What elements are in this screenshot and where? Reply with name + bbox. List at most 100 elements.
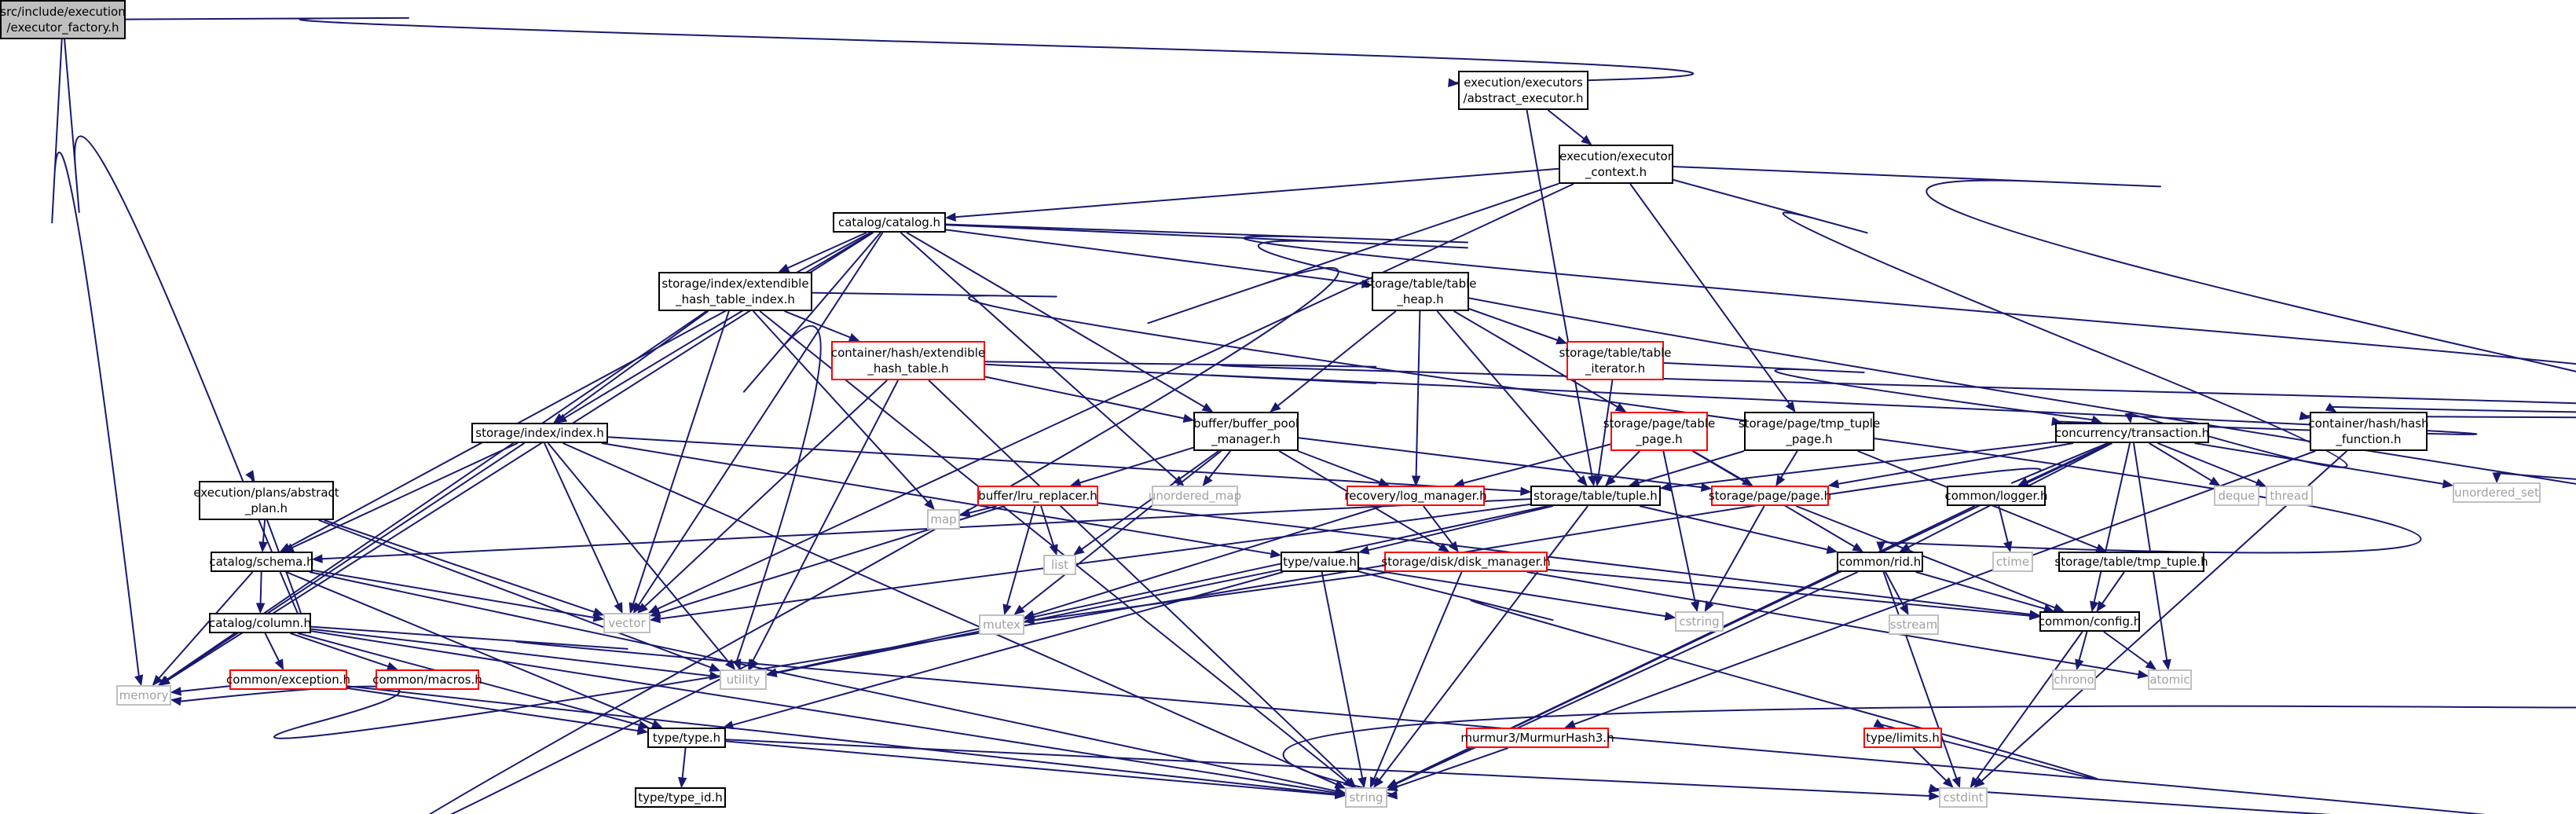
edge-line [1453, 310, 1618, 408]
node-label-line: execution/executor [1559, 149, 1673, 163]
node-table-heap[interactable]: storage/table/table_heap.h [1364, 272, 1477, 311]
edge-arrowhead [592, 613, 605, 622]
edge-executor_context-to-vector [647, 183, 1574, 614]
edge-container_ext_hash_table-to-vector [636, 380, 888, 614]
edge-executor_context-to-unordered_set [1673, 166, 2576, 484]
node-executor-factory[interactable]: src/include/execution/executor_factory.h [0, 0, 126, 39]
edge-line [1998, 505, 2009, 543]
node-limits[interactable]: type/limits.h [1863, 728, 1942, 748]
edge-arrowhead [1520, 486, 1532, 497]
node-label-line: map [930, 512, 956, 526]
edge-line [752, 380, 899, 662]
edge-config-to-chrono [2075, 631, 2088, 671]
node-logger[interactable]: common/logger.h [1944, 486, 2048, 506]
edge-line [984, 376, 1185, 420]
node-abstract-plan[interactable]: execution/plans/abstract_plan.h [193, 481, 339, 520]
edge-table_heap-to-table_page [1453, 310, 1627, 412]
node-box [1566, 341, 1664, 380]
node-exception[interactable]: common/exception.h [226, 669, 350, 690]
edge-line [2194, 442, 2444, 485]
edge-type-to-type_id [678, 747, 687, 789]
node-container-ext-hash-table[interactable]: container/hash/extendible_hash_table.h [831, 341, 985, 380]
edge-arrowhead [170, 687, 182, 696]
edge-line [736, 232, 881, 661]
edge-arrowhead [170, 696, 182, 706]
node-ext-hash-table-index[interactable]: storage/index/extendible_hash_table_inde… [658, 272, 812, 311]
node-catalog[interactable]: catalog/catalog.h [833, 212, 946, 233]
edge-arrowhead [2096, 600, 2106, 613]
edge-line [2093, 442, 2131, 603]
node-label-line: thread [2270, 489, 2308, 503]
node-rid[interactable]: common/rid.h [1837, 552, 1923, 572]
node-murmur[interactable]: murmur3/MurmurHash3.h [1460, 728, 1614, 748]
node-lru-replacer[interactable]: buffer/lru_replacer.h [977, 486, 1098, 506]
edge-line [1912, 747, 1948, 782]
node-label-line: container/hash/extendible [831, 346, 985, 360]
edge-index-to-tuple [607, 436, 1532, 497]
edge-arrowhead [1013, 604, 1025, 615]
node-box [1043, 555, 1076, 575]
edge-arrowhead [924, 498, 935, 510]
node-schema[interactable]: catalog/schema.h [209, 552, 314, 572]
edge-arrowhead [1386, 783, 1398, 791]
node-list: list [1043, 555, 1076, 575]
edge-lru_replacer-to-list [1040, 505, 1058, 556]
edge-rid-to-cstdint [1882, 571, 1961, 789]
node-index[interactable]: storage/index/index.h [471, 423, 608, 443]
node-tuple[interactable]: storage/table/tuple.h [1530, 486, 1661, 506]
node-tmp-tuple[interactable]: storage/table/tmp_tuple.h [2054, 552, 2208, 572]
node-macros[interactable]: common/macros.h [372, 669, 482, 690]
node-type-id[interactable]: type/type_id.h [635, 787, 726, 808]
node-table-page[interactable]: storage/page/table_page.h [1603, 412, 1716, 451]
node-log-manager[interactable]: recovery/log_manager.h [1344, 486, 1487, 506]
node-value[interactable]: type/value.h [1281, 552, 1359, 572]
edge-line [644, 380, 888, 607]
edge-arrowhead [255, 603, 266, 614]
node-page[interactable]: storage/page/page.h [1709, 486, 1831, 506]
edge-arrowhead [1378, 478, 1391, 486]
edge-table_heap-to-buffer_pool_manager [1270, 310, 1397, 412]
node-label-line: sstream [1890, 618, 1937, 632]
node-label-line: unordered_map [1149, 489, 1241, 504]
node-column[interactable]: catalog/column.h [209, 613, 311, 633]
edge-arrowhead [765, 668, 778, 678]
edge-arrowhead [1581, 134, 1592, 145]
edge-transaction-to-deque [2149, 442, 2221, 486]
node-label-line: storage/disk/disk_manager.h [1381, 555, 1550, 570]
edge-line [945, 223, 2576, 413]
node-table-iterator[interactable]: storage/table/table_iterator.h [1559, 341, 1672, 380]
edge-exception-to-type [346, 687, 649, 735]
edge-arrowhead [1334, 779, 1347, 789]
edge-arrowhead [1900, 603, 1909, 616]
node-hash-function[interactable]: container/hash/hash_function.h [2308, 412, 2429, 451]
node-label-line: vector [608, 616, 646, 630]
node-type[interactable]: type/type.h [647, 728, 726, 748]
edge-catalog-to-hash_function [945, 223, 2576, 413]
edge-arrowhead [1876, 541, 1885, 553]
edge-arrowhead [678, 776, 687, 789]
edge-ext_hash_table_index-to-rid [812, 292, 2422, 554]
node-box [471, 423, 608, 443]
node-config[interactable]: common/config.h [2039, 611, 2142, 632]
edge-ext_hash_table_index-to-container_ext_hash_table [784, 310, 860, 342]
edge-line [1662, 450, 1696, 603]
node-buffer-pool-manager[interactable]: buffer/buffer_pool_manager.h [1193, 412, 1299, 451]
node-unordered-set: unordered_set [2453, 482, 2541, 503]
edge-arrowhead [1002, 603, 1012, 616]
edge-executor_factory-to-memory [51, 38, 144, 687]
edge-arrowhead [1564, 720, 1577, 729]
node-label-line: type/value.h [1283, 555, 1357, 569]
node-disk-manager[interactable]: storage/disk/disk_manager.h [1381, 552, 1551, 572]
edge-arrowhead [1827, 479, 1840, 489]
node-executor-context[interactable]: execution/executor_context.h [1559, 145, 1673, 184]
edge-line [2101, 571, 2125, 604]
edge-column-to-exception [264, 632, 284, 671]
edge-table_heap-to-tuple [1436, 310, 1588, 486]
node-tmp-tuple-page[interactable]: storage/page/tmp_tuple_page.h [1739, 412, 1880, 451]
edge-transaction-to-unordered_set [2194, 442, 2454, 489]
node-abstract-executor[interactable]: execution/executors/abstract_executor.h [1458, 71, 1588, 110]
node-transaction[interactable]: concurrency/transaction.h [2055, 423, 2209, 443]
edge-line [310, 628, 711, 677]
edge-line [309, 571, 1336, 792]
node-label-line: storage/table/tmp_tuple.h [2054, 555, 2208, 570]
